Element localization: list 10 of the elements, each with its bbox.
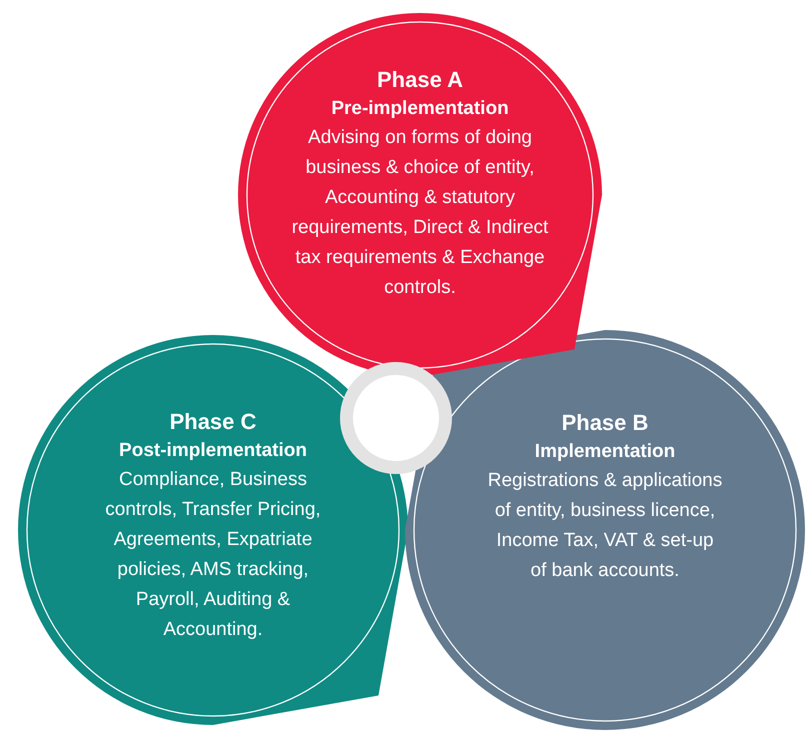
phase-subtitle: Pre-implementation bbox=[331, 97, 509, 121]
phase-description: Registrations & applications of entity, business licence, Income Tax, VAT & set-up of bank accounts. bbox=[488, 469, 722, 583]
phase-title: Phase B bbox=[562, 409, 648, 437]
phase-subtitle: Post-implementation bbox=[119, 439, 307, 463]
center-ring bbox=[340, 362, 452, 474]
phase-title: Phase C bbox=[170, 408, 256, 436]
phase-description: Advising on forms of doing business & choice of entity, Accounting & statutory requirements, Direct & Indirect tax requirements & Exchange controls. bbox=[290, 126, 550, 300]
phase-description: Compliance, Business controls, Transfer Pricing, Agreements, Expatriate policies, AMS tracking, Payroll, Auditing & Accounting. bbox=[104, 468, 322, 642]
phase-subtitle: Implementation bbox=[534, 440, 676, 464]
phase-title: Phase A bbox=[376, 66, 463, 94]
